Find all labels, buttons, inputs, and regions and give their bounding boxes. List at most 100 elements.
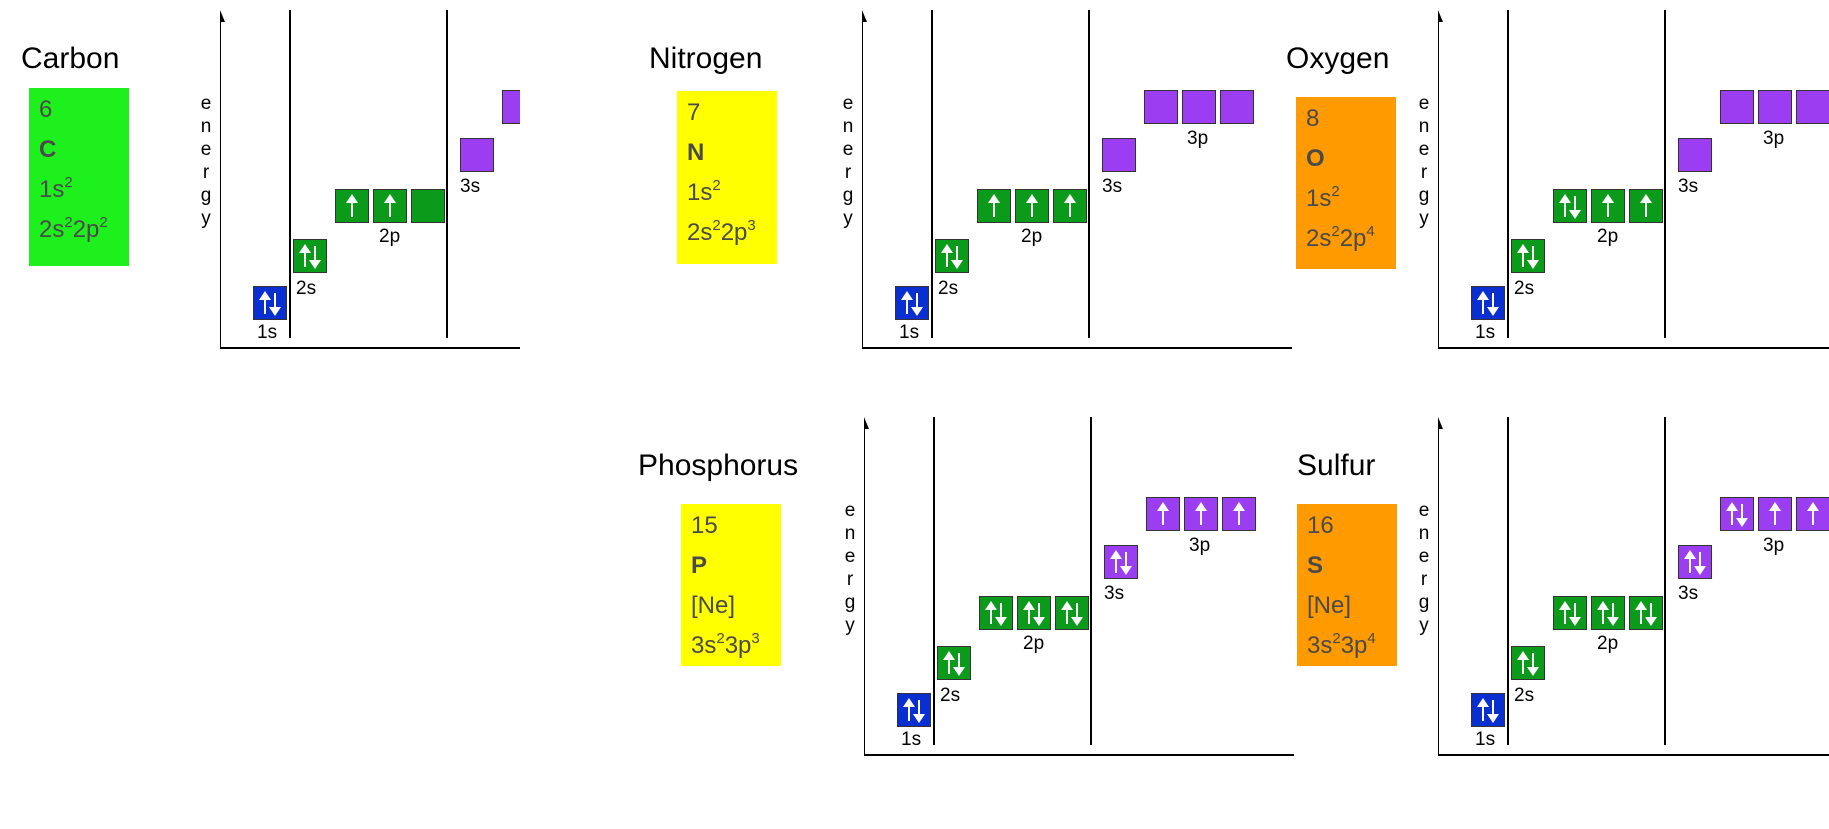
outer-configuration: 2s22p3 [687, 218, 756, 247]
energy-label-letter: e [844, 500, 856, 521]
spin-up-arrow-icon [1559, 601, 1571, 624]
inner-configuration: 1s2 [1306, 183, 1340, 213]
spin-down-arrow-icon [1527, 653, 1539, 676]
spin-up-arrow-icon [1233, 502, 1245, 525]
orbital-box-2p-2 [1015, 189, 1049, 223]
orbital-label-3p: 3p [1189, 535, 1211, 556]
orbital-label-2s: 2s [1514, 685, 1535, 706]
orbital-box-3p-3 [1796, 497, 1829, 531]
orbital-box-2p-3 [1053, 189, 1087, 223]
orbital-box-2s [935, 239, 969, 273]
subshell-term: 2s [1306, 225, 1332, 252]
orbital-label-2s: 2s [940, 685, 961, 706]
spin-up-arrow-icon [1726, 502, 1738, 525]
element-name: Phosphorus [638, 449, 799, 482]
subshell-term: 2s [687, 219, 713, 246]
orbital-label-1s: 1s [899, 322, 920, 343]
energy-label-letter: r [1420, 162, 1428, 183]
energy-label-letter: g [844, 592, 856, 613]
atomic-number: 8 [1306, 105, 1320, 132]
spin-up-arrow-icon [1597, 601, 1609, 624]
spin-down-arrow-icon [913, 700, 925, 723]
element-panel-carbon: Carbon6C1s22s22p2energy1s2s2p3s3p [0, 8, 620, 368]
orbital-box-3p-2 [1758, 90, 1792, 124]
spin-up-arrow-icon [1684, 550, 1696, 573]
energy-label-letter: e [200, 93, 212, 114]
subshell-term: 2p [720, 219, 748, 246]
spin-up-arrow-icon [943, 651, 955, 674]
inner-configuration: [Ne] [1307, 592, 1351, 620]
spin-up-arrow-icon [1477, 698, 1489, 721]
energy-axis-arrow-icon [862, 10, 867, 22]
orbital-box-2s [293, 239, 327, 273]
subshell-exponent: 2 [716, 630, 725, 647]
element-name: Oxygen [1286, 42, 1390, 75]
orbital-label-2p: 2p [1597, 226, 1619, 247]
spin-down-arrow-icon [995, 603, 1007, 626]
energy-label-letter: r [846, 569, 854, 590]
orbital-box-3p-3 [1796, 90, 1829, 124]
inner-configuration-base: [Ne] [691, 592, 736, 619]
orbital-box-2p-2 [373, 189, 407, 223]
subshell-term: 3s [1307, 632, 1333, 659]
energy-label-letter: g [842, 185, 854, 206]
spin-down-arrow-icon [911, 293, 923, 316]
orbital-label-2s: 2s [938, 278, 959, 299]
orbital-box-3p-3 [1222, 497, 1256, 531]
orbital-box-3p-1 [1144, 90, 1178, 124]
subshell-exponent: 2 [64, 214, 73, 231]
subshell-exponent: 4 [1367, 630, 1376, 647]
energy-label-letter: r [844, 162, 852, 183]
orbital-box-3p-1 [1146, 497, 1180, 531]
energy-label-letter: e [1418, 546, 1430, 567]
orbital-box-2p-2 [1591, 189, 1625, 223]
spin-up-arrow-icon [1157, 502, 1169, 525]
inner-configuration-exponent: 2 [1331, 183, 1340, 200]
energy-label-letter: g [1418, 185, 1430, 206]
spin-down-arrow-icon [269, 293, 281, 316]
spin-down-arrow-icon [1120, 552, 1132, 575]
spin-down-arrow-icon [1071, 603, 1083, 626]
spin-down-arrow-icon [1607, 603, 1619, 626]
orbital-box-2p-2 [1591, 596, 1625, 630]
spin-up-arrow-icon [941, 244, 953, 267]
energy-label-letter: y [845, 615, 855, 636]
spin-down-arrow-icon [1527, 246, 1539, 269]
energy-label-letter: y [1419, 208, 1429, 229]
spin-up-arrow-icon [346, 194, 358, 217]
orbital-label-1s: 1s [1475, 322, 1496, 343]
subshell-term: 3p [1340, 632, 1368, 659]
orbital-box-2p-1 [979, 596, 1013, 630]
spin-up-arrow-icon [901, 291, 913, 314]
inner-configuration: 1s2 [39, 175, 73, 204]
orbital-box-2s [1511, 646, 1545, 680]
spin-down-arrow-icon [1569, 196, 1581, 219]
energy-label-letter: e [1418, 139, 1430, 160]
energy-label-letter: e [200, 139, 212, 160]
subshell-exponent: 2 [1331, 223, 1340, 240]
orbital-box-1s [1471, 286, 1505, 320]
atomic-number: 16 [1307, 512, 1334, 539]
orbital-box-2p-1 [1553, 596, 1587, 630]
energy-label-letter: y [843, 208, 853, 229]
orbital-box-3p-1 [1720, 90, 1754, 124]
spin-up-arrow-icon [1061, 601, 1073, 624]
energy-label-letter: y [201, 208, 211, 229]
spin-up-arrow-icon [1023, 601, 1035, 624]
inner-configuration: 1s2 [687, 178, 721, 207]
orbital-box-2p-1 [977, 189, 1011, 223]
spin-down-arrow-icon [1736, 504, 1748, 527]
orbital-box-3p-1 [1720, 497, 1754, 531]
orbital-box-1s [1471, 693, 1505, 727]
energy-label-letter: n [844, 523, 856, 544]
inner-configuration-base: 1s [39, 176, 65, 203]
diagram-axes [862, 10, 1292, 349]
